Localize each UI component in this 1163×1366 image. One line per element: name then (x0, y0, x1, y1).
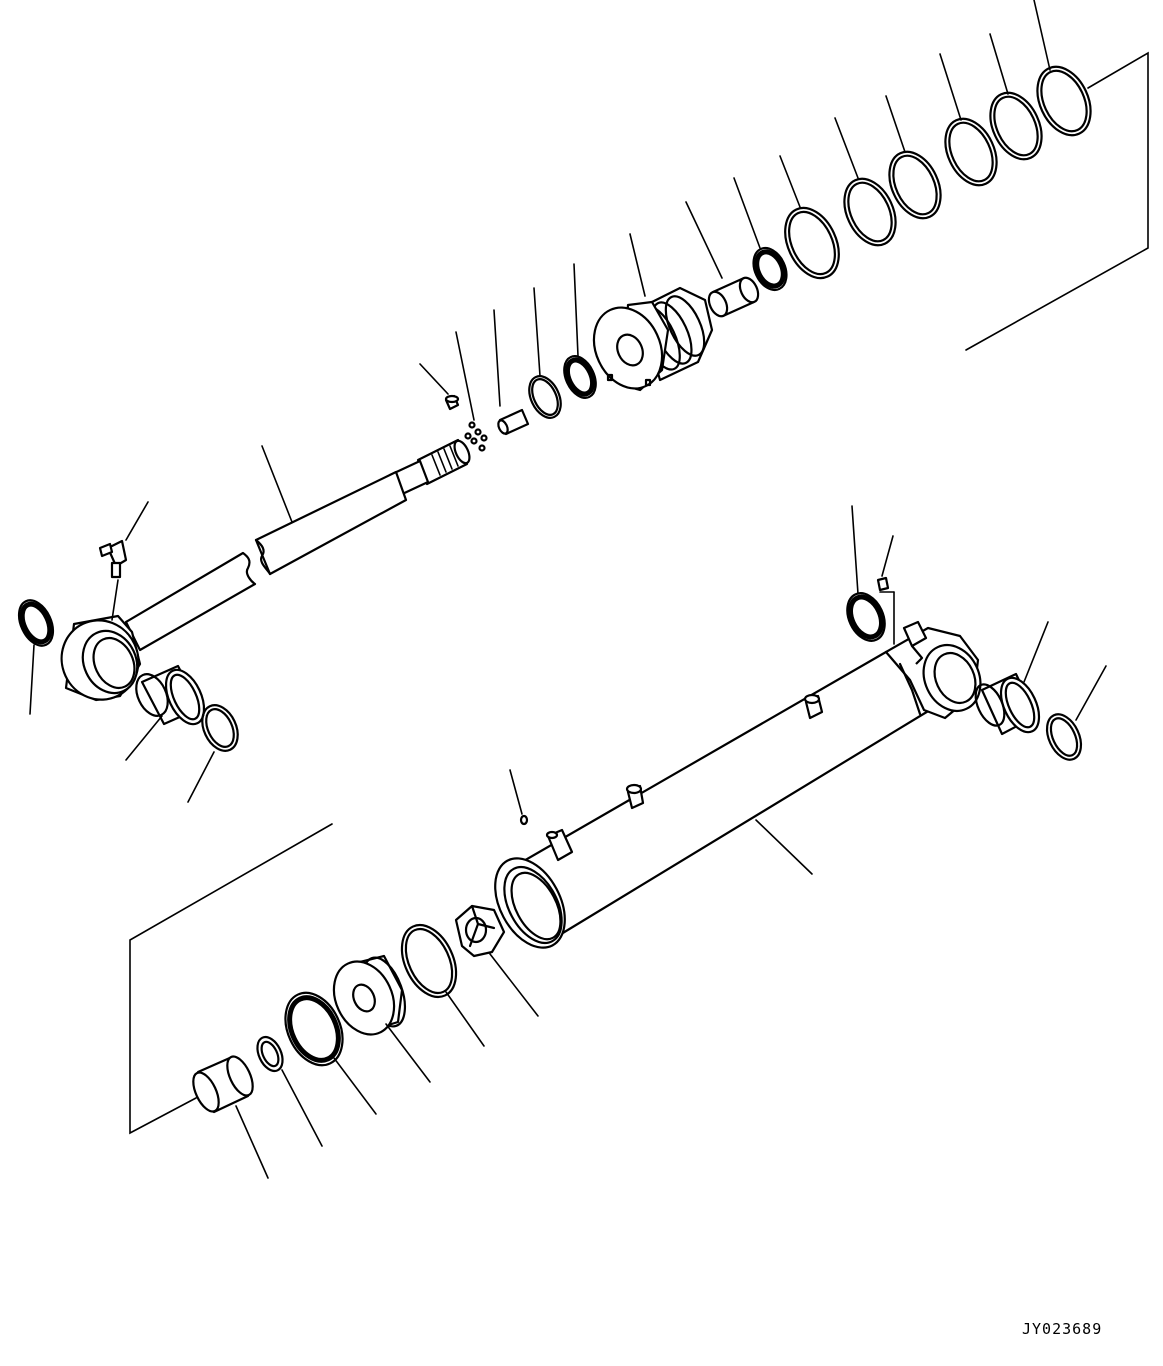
plug-small (521, 816, 527, 824)
piston-rod (126, 439, 473, 650)
balls (466, 423, 487, 451)
group-bracket-lower (130, 824, 332, 1133)
rod-eye (49, 608, 152, 713)
wear-ring (558, 351, 602, 403)
piston (323, 952, 414, 1045)
rod-bushing (705, 275, 761, 319)
pin (496, 410, 528, 435)
cylinder-head (581, 288, 712, 400)
callout-leaders (30, 0, 1106, 1178)
bottom-bushing (970, 672, 1047, 738)
group-bracket-upper (966, 53, 1148, 350)
drawing-code: JY023689 (1022, 1320, 1103, 1338)
set-screw (446, 396, 458, 409)
ring-1 (1027, 58, 1101, 144)
piston-wear-ring (391, 916, 467, 1005)
ring-3 (935, 111, 1006, 194)
ring-2 (980, 85, 1051, 168)
snap-ring (523, 371, 567, 423)
tube-seal-ring (840, 587, 892, 647)
backup-ring (747, 243, 793, 296)
bottom-dust-seal (1040, 709, 1087, 765)
nut (456, 906, 504, 956)
plug-top-right (878, 578, 888, 590)
ring-4 (879, 144, 950, 227)
eye-bushing (130, 664, 212, 730)
dust-seal-rod-eye (195, 699, 244, 756)
ring-6 (775, 199, 850, 286)
ring-5 (834, 171, 905, 254)
piston-collar (188, 1053, 258, 1116)
cushion-ring (252, 1033, 287, 1075)
cylinder-tube (481, 622, 991, 959)
grease-fitting (100, 541, 126, 577)
dust-seal-left (12, 595, 59, 651)
piston-seal (274, 984, 353, 1075)
